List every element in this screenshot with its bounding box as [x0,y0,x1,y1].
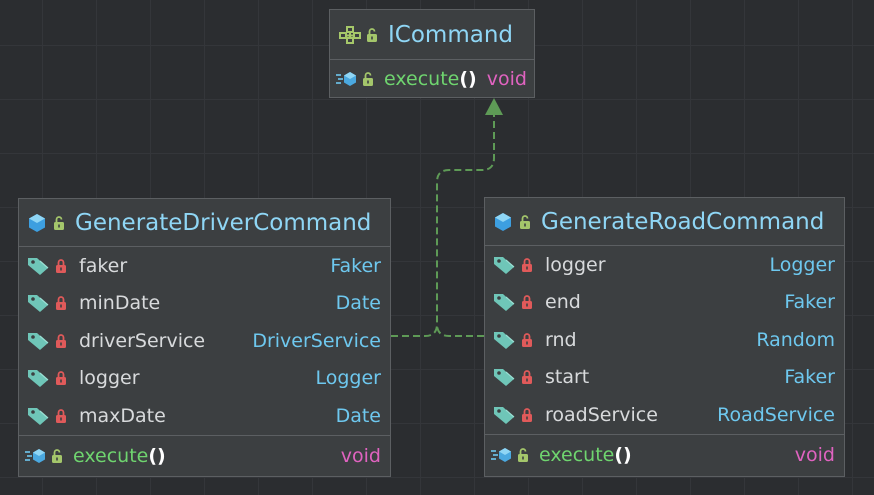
field-tag-icon [27,406,49,426]
method-icon [336,70,358,88]
field-tag-icon [27,331,49,351]
field-name: maxDate [79,404,166,427]
field-row[interactable]: faker Faker [19,247,390,285]
class-name: GenerateRoadCommand [541,208,825,235]
method-row[interactable]: execute () void [485,433,844,476]
field-name: roadService [545,403,658,426]
unlock-icon [53,215,65,230]
method-name: execute [384,68,460,90]
method-parens: () [614,444,632,466]
interface-box-icommand[interactable]: ICommand execute () void [329,9,535,98]
method-parens: () [459,68,477,90]
implements-arrowhead [485,98,503,115]
lock-icon [55,371,67,386]
field-tag-icon [27,256,49,276]
class-box-generate-road-command[interactable]: GenerateRoadCommand logger Logger end Fa… [484,197,845,477]
field-name: rnd [545,328,577,351]
lock-icon [521,407,533,422]
class-header: GenerateRoadCommand [485,198,844,246]
field-name: end [545,291,581,314]
field-row[interactable]: maxDate Date [19,397,390,435]
field-type: Logger [769,253,836,276]
lock-icon [55,333,67,348]
lock-icon [55,258,67,273]
field-name: start [545,366,590,389]
field-type: RoadService [717,403,835,426]
interface-header: ICommand [330,10,534,60]
method-icon [25,447,47,465]
field-row[interactable]: driverService DriverService [19,322,390,360]
method-row[interactable]: execute () void [330,60,534,98]
field-list: logger Logger end Faker rnd Random start… [485,246,844,434]
unlock-icon [51,448,63,463]
interface-icon [339,25,361,44]
field-type: Date [335,404,381,427]
method-return-type: void [340,444,381,467]
lock-icon [521,370,533,385]
class-icon [493,212,513,232]
field-name: faker [79,254,128,277]
class-name: GenerateDriverCommand [75,209,372,236]
field-type: Faker [784,291,835,314]
lock-icon [521,257,533,272]
field-name: driverService [79,329,206,352]
unlock-icon [362,72,374,86]
unlock-icon [366,27,378,42]
field-row[interactable]: minDate Date [19,285,390,323]
field-row[interactable]: start Faker [485,359,844,397]
method-icon [491,446,513,464]
implements-edge-driver [391,115,495,337]
method-parens: () [148,444,166,467]
field-type: Date [335,292,381,315]
interface-name: ICommand [388,21,513,48]
class-header: GenerateDriverCommand [19,199,390,247]
method-name: execute [539,444,615,466]
field-tag-icon [493,405,515,425]
method-return-type: void [794,444,835,466]
field-name: logger [79,367,140,390]
lock-icon [521,332,533,347]
field-row[interactable]: roadService RoadService [485,396,844,434]
field-tag-icon [493,292,515,312]
field-tag-icon [493,330,515,350]
field-type: Faker [784,366,835,389]
class-icon [27,213,47,233]
implements-edge-road [436,323,484,337]
field-tag-icon [27,293,49,313]
lock-icon [521,295,533,310]
method-row[interactable]: execute () void [19,434,390,476]
field-name: logger [545,253,606,276]
lock-icon [55,296,67,311]
class-box-generate-driver-command[interactable]: GenerateDriverCommand faker Faker minDat… [18,198,391,477]
method-name: execute [73,444,149,467]
field-tag-icon [27,368,49,388]
lock-icon [55,408,67,423]
field-list: faker Faker minDate Date driverService D… [19,247,390,435]
field-row[interactable]: end Faker [485,284,844,322]
field-row[interactable]: rnd Random [485,321,844,359]
field-type: Random [756,328,835,351]
field-name: minDate [79,292,161,315]
unlock-icon [517,448,529,462]
field-type: Faker [330,254,381,277]
field-type: Logger [315,367,382,390]
field-tag-icon [493,255,515,275]
unlock-icon [519,214,531,229]
field-type: DriverService [252,329,381,352]
field-row[interactable]: logger Logger [19,360,390,398]
field-row[interactable]: logger Logger [485,246,844,284]
method-return-type: void [486,68,527,90]
field-tag-icon [493,367,515,387]
